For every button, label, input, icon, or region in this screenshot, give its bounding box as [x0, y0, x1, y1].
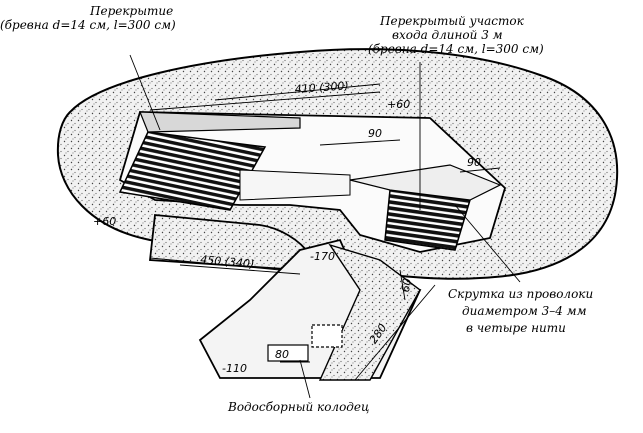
dim-plus60-right: +60 — [387, 98, 410, 111]
label-wire-2: диаметром 3–4 мм — [462, 304, 587, 318]
label-roof: Перекрытие — [90, 4, 174, 18]
passage-right — [349, 164, 502, 201]
pit-floor — [239, 169, 351, 201]
roof-logs — [118, 131, 267, 211]
roof-edge — [139, 111, 301, 133]
dim-w90-left: 90 — [368, 127, 382, 140]
dimension-lines — [129, 54, 521, 399]
dim-plus60-left: +60 — [93, 215, 116, 228]
dim-m170: -170 — [310, 250, 335, 263]
label-entrance-2: входа длиной 3 м — [392, 28, 503, 42]
drain-shade — [318, 243, 421, 381]
label-wire-3: в четыре нити — [466, 321, 566, 335]
label-entrance-3: (бревна d=14 см, l=300 см) — [368, 42, 544, 56]
label-entrance-1: Перекрытый участок — [380, 14, 524, 28]
well-box — [311, 324, 343, 348]
label-well: Водосборный колодец — [228, 400, 370, 414]
dim-top-length: 410 (300) — [294, 79, 349, 96]
dim-bottom-length: 450 (340) — [200, 253, 255, 271]
dim-w90-right: 90 — [467, 156, 481, 169]
label-roof-logs: (бревна d=14 см, l=300 см) — [0, 18, 176, 32]
dim-d80: 80 — [275, 348, 289, 361]
dim-m110: -110 — [222, 362, 247, 375]
dim-d60: 60 — [399, 277, 414, 293]
label-wire-1: Скрутка из проволоки — [448, 287, 594, 301]
well-slot — [267, 344, 309, 362]
